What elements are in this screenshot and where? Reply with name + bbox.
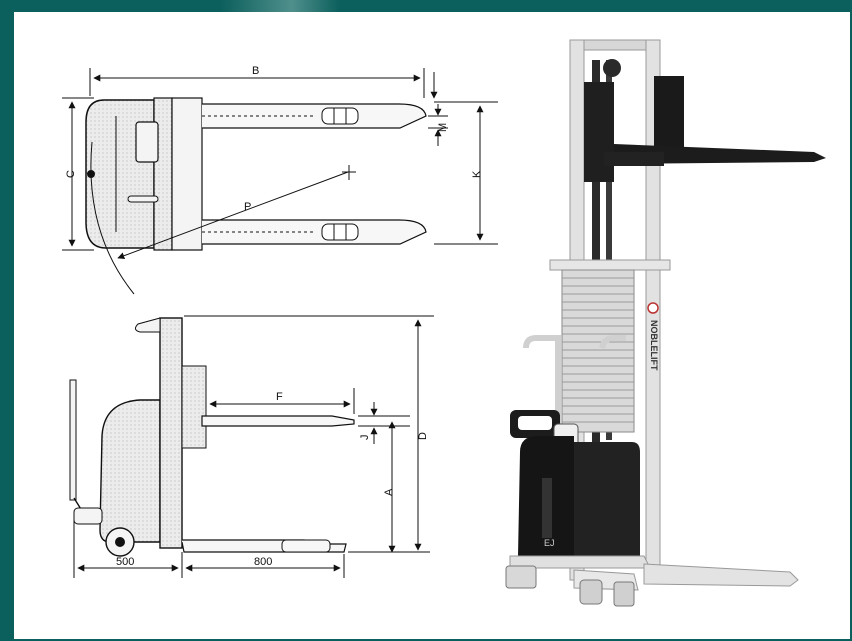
diagram-frame: B C K M P <box>14 12 850 639</box>
drawing-canvas: B C K M P <box>62 39 826 607</box>
top-view-handle <box>127 195 159 203</box>
top-fork-lower <box>202 219 427 245</box>
side-tiller <box>69 379 77 501</box>
side-handle <box>523 335 561 432</box>
dim-label-p: P <box>244 201 251 213</box>
battery-body-side <box>574 442 640 556</box>
top-view-battery <box>153 97 173 251</box>
chain-sheave <box>603 59 621 77</box>
side-body <box>99 399 161 543</box>
top-fork-upper <box>202 103 427 129</box>
dim-label-k: K <box>471 170 483 178</box>
stacker-photo: NOBLELIFT EJ <box>505 39 826 607</box>
side-mast <box>159 317 183 549</box>
side-carriage <box>181 365 207 449</box>
dim-label-f: F <box>276 391 283 403</box>
dim-label-m: M <box>437 123 449 132</box>
brand-logo-icon <box>647 302 659 314</box>
caster-wheel <box>505 565 537 589</box>
dim-label-a: A <box>383 488 395 496</box>
dim-label-b: B <box>252 65 259 77</box>
top-fork-upper-roller <box>321 107 359 125</box>
photo-base-leg <box>643 563 799 587</box>
top-view-panel <box>135 121 159 163</box>
mast-brand-text: NOBLELIFT <box>649 320 659 371</box>
side-view-drawing: F J A D 500 800 <box>69 315 434 578</box>
side-fork <box>201 415 355 427</box>
dim-label-d: D <box>417 432 429 440</box>
dim-label-c: C <box>65 170 77 178</box>
dim-label-800: 800 <box>254 556 272 568</box>
dim-label-500: 500 <box>116 556 134 568</box>
top-view-drawing: B C K M P <box>62 65 498 295</box>
decorative-corner <box>220 0 340 12</box>
dim-label-j: J <box>359 435 371 441</box>
top-view-mast <box>171 97 203 251</box>
mast-grill <box>561 269 635 433</box>
load-wheel <box>579 579 603 605</box>
side-caster-housing <box>73 507 103 525</box>
body-mark: EJ <box>544 538 555 548</box>
dim-p-line <box>117 171 349 260</box>
photo-fork <box>614 144 826 164</box>
top-fork-lower-roller <box>321 223 359 241</box>
turning-arc <box>90 141 135 295</box>
